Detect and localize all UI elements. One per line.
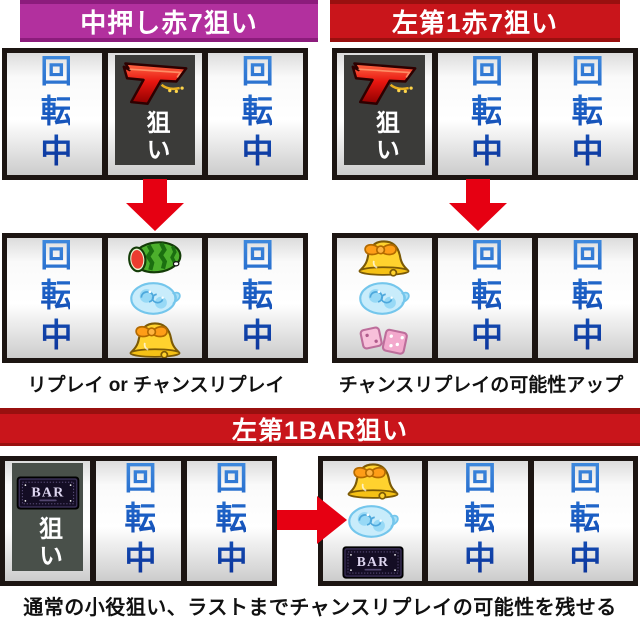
spinning-label: 回転中 [459, 461, 496, 581]
red-seven-icon [351, 62, 417, 105]
spinning-label: 回転中 [36, 54, 73, 174]
section-header-middle-push-red7: 中押し赤7狙い [20, 0, 318, 42]
reel-right-spinning: 回転中 [208, 238, 304, 358]
reel-panel-left-first-bar-before: 狙い 回転中 回転中 [0, 456, 277, 586]
blue-orb-icon [347, 504, 399, 538]
spinning-label: 回転中 [467, 54, 503, 174]
down-arrow-icon [126, 179, 184, 231]
down-arrow-icon [449, 179, 507, 231]
bell-icon [129, 321, 181, 358]
reel-middle-spinning: 回転中 [96, 461, 181, 581]
reel-right-spinning: 回転中 [533, 461, 633, 581]
reel-middle-aim-red7: 狙い [107, 53, 203, 175]
bell-icon [358, 239, 410, 277]
reel-left-spinning: 回転中 [7, 238, 102, 358]
spinning-label: 回転中 [237, 238, 274, 358]
bell-icon [347, 462, 399, 500]
spinning-label: 回転中 [237, 54, 274, 174]
section-header-left-first-red7: 左第1赤7狙い [330, 0, 620, 42]
pink-dice-icon [359, 325, 409, 355]
bar-icon [342, 545, 404, 579]
blue-orb-icon [359, 281, 411, 315]
spinning-label: 回転中 [567, 238, 604, 358]
section-header-left-first-bar: 左第1BAR狙い [0, 408, 640, 446]
bar-icon [16, 476, 79, 510]
aim-window: 狙い [12, 463, 83, 571]
aim-window: 狙い [344, 55, 425, 165]
spinning-label: 回転中 [567, 54, 604, 174]
watermelon-icon [122, 238, 188, 277]
reel-panel-middle-push-before: 回転中 狙い 回転中 [2, 48, 308, 180]
reel-left-symbols [337, 238, 432, 358]
caption-middle-push-result: リプレイ or チャンスリプレイ [27, 375, 285, 396]
spinning-label: 回転中 [36, 238, 73, 358]
reel-right-spinning: 回転中 [208, 53, 304, 175]
reel-left-aim-red7: 狙い [337, 53, 432, 175]
caption-left-first-red7-result: チャンスリプレイの可能性アップ [338, 375, 624, 396]
caption-left-first-bar-result: 通常の小役狙い、ラストまでチャンスリプレイの可能性を残せる [23, 597, 617, 619]
reel-middle-symbols [107, 238, 203, 358]
reel-left-spinning: 回転中 [7, 53, 102, 175]
reel-right-spinning: 回転中 [538, 53, 634, 175]
reel-middle-spinning: 回転中 [437, 238, 533, 358]
reel-panel-left-first-bar-result: 回転中 回転中 [318, 456, 638, 586]
red-seven-icon [122, 62, 188, 105]
right-arrow-icon [277, 496, 347, 544]
reel-middle-spinning: 回転中 [428, 461, 528, 581]
aim-label: 狙い [142, 110, 169, 164]
spinning-label: 回転中 [565, 461, 602, 581]
reel-panel-middle-push-result: 回転中 回転中 [2, 233, 308, 363]
aim-label: 狙い [371, 110, 399, 164]
aim-label: 狙い [34, 516, 62, 570]
reel-right-spinning: 回転中 [538, 238, 634, 358]
reel-panel-left-first-red7-before: 狙い 回転中 回転中 [332, 48, 638, 180]
reel-panel-left-first-red7-result: 回転中 回転中 [332, 233, 638, 363]
spinning-label: 回転中 [120, 461, 157, 581]
reel-left-aim-bar: 狙い [5, 461, 90, 581]
spinning-label: 回転中 [211, 461, 248, 581]
reel-right-spinning: 回転中 [187, 461, 272, 581]
spinning-label: 回転中 [467, 238, 503, 358]
blue-orb-icon [130, 281, 181, 315]
reel-middle-spinning: 回転中 [437, 53, 533, 175]
aim-window: 狙い [114, 55, 196, 165]
